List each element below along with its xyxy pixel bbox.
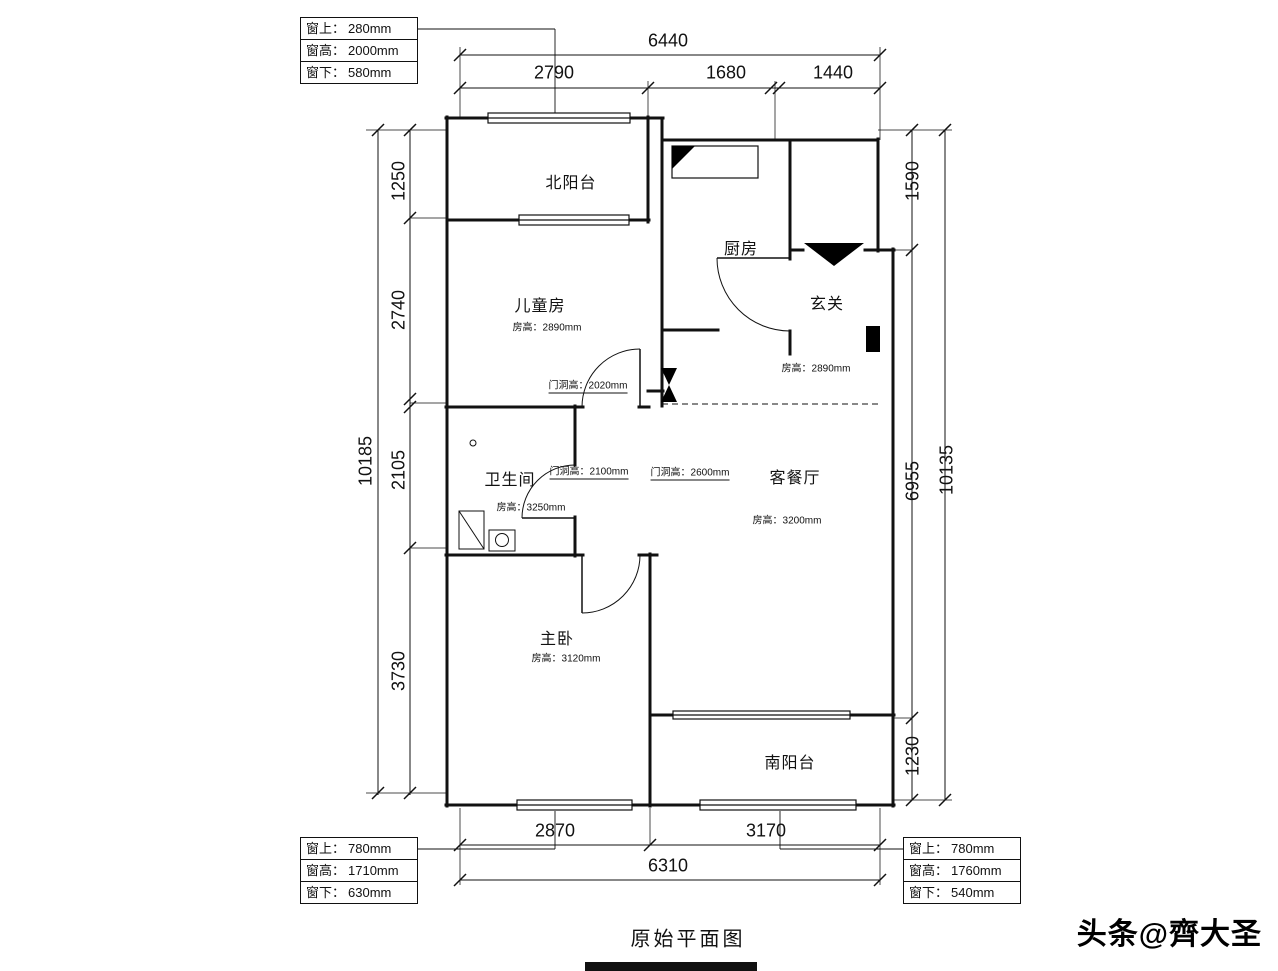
room-label-north-balcony: 北阳台 bbox=[545, 175, 597, 192]
spec-row: 窗高：1760mm bbox=[903, 859, 1021, 882]
room-height-entry: 房高：2890mm bbox=[781, 363, 851, 375]
room-height-living-dining: 房高：3200mm bbox=[752, 515, 822, 527]
dim-bottom-segment: 2870 bbox=[534, 820, 576, 841]
watermark: 头条@齊大圣 bbox=[1076, 918, 1262, 951]
dim-top-segment: 2790 bbox=[533, 62, 575, 83]
room-label-kids-room: 儿童房 bbox=[514, 298, 566, 315]
kids-room-door-arc bbox=[581, 348, 641, 408]
door-height-kids-room: 门洞高：2020mm bbox=[548, 377, 628, 394]
room-height-master-bedroom: 房高：3120mm bbox=[531, 653, 601, 665]
spec-row: 窗上：780mm bbox=[903, 837, 1021, 860]
room-label-south-balcony: 南阳台 bbox=[764, 755, 816, 772]
window-spec-box-bottom-left: 窗上：780mm 窗高：1710mm 窗下：630mm bbox=[300, 837, 418, 904]
room-label-entry: 玄关 bbox=[809, 296, 845, 313]
room-label-kitchen: 厨房 bbox=[723, 241, 759, 258]
duct-shaft bbox=[866, 326, 880, 352]
spec-row: 窗高：2000mm bbox=[300, 39, 418, 62]
window-spec-box-top-left: 窗上：280mm 窗高：2000mm 窗下：580mm bbox=[300, 17, 418, 84]
dim-left-overall: 10185 bbox=[355, 435, 376, 487]
dim-left-segment: 1250 bbox=[388, 160, 409, 202]
kids-room-window bbox=[518, 214, 630, 226]
master-bedroom-door-arc bbox=[581, 554, 641, 614]
door-height-bathroom: 门洞高：2100mm bbox=[549, 463, 629, 480]
section-marker bbox=[661, 368, 677, 402]
room-height-bathroom: 房高：3250mm bbox=[496, 502, 566, 514]
page-title: 原始平面图 bbox=[630, 928, 746, 951]
dim-right-segment: 1590 bbox=[902, 160, 923, 202]
floor-drain bbox=[469, 439, 477, 447]
bathroom-door-arc bbox=[521, 464, 576, 519]
dimension-lines bbox=[366, 28, 952, 887]
room-label-master-bedroom: 主卧 bbox=[539, 631, 575, 648]
dim-left-segment: 3730 bbox=[388, 650, 409, 692]
dim-top-segment: 1440 bbox=[812, 62, 854, 83]
dimension-ticks bbox=[371, 48, 952, 887]
dim-bottom-segment: 3170 bbox=[745, 820, 787, 841]
balcony-slider-window bbox=[672, 710, 851, 720]
north-balcony-window bbox=[487, 112, 631, 124]
doors-layer bbox=[521, 257, 791, 614]
dim-right-overall: 10135 bbox=[936, 444, 957, 496]
title-underline bbox=[585, 962, 757, 971]
spec-row: 窗上：780mm bbox=[300, 837, 418, 860]
dim-right-segment: 6955 bbox=[902, 460, 923, 502]
window-spec-box-bottom-right: 窗上：780mm 窗高：1760mm 窗下：540mm bbox=[903, 837, 1021, 904]
room-height-kids-room: 房高：2890mm bbox=[512, 322, 582, 334]
spec-row: 窗高：1710mm bbox=[300, 859, 418, 882]
spec-row: 窗下：580mm bbox=[300, 61, 418, 84]
room-label-living-dining: 客餐厅 bbox=[769, 470, 821, 487]
walls-layer bbox=[444, 115, 896, 808]
spec-row: 窗下：630mm bbox=[300, 881, 418, 904]
south-balcony-window bbox=[699, 799, 857, 811]
bathroom-fixtures bbox=[458, 439, 516, 552]
dim-left-segment: 2740 bbox=[388, 289, 409, 331]
door-leaves bbox=[522, 257, 790, 613]
door-height-living: 门洞高：2600mm bbox=[650, 464, 730, 481]
windows-layer bbox=[487, 112, 857, 811]
dim-top-segment: 1680 bbox=[705, 62, 747, 83]
dim-right-segment: 1230 bbox=[902, 735, 923, 777]
entry-door-marker bbox=[804, 243, 864, 266]
spec-row: 窗下：540mm bbox=[903, 881, 1021, 904]
kitchen-cabinet bbox=[671, 145, 759, 179]
dim-bottom-overall: 6310 bbox=[647, 855, 689, 876]
dim-top-overall: 6440 bbox=[647, 30, 689, 51]
dim-left-segment: 2105 bbox=[388, 449, 409, 491]
kitchen-door-arc bbox=[716, 257, 791, 332]
master-bedroom-window bbox=[516, 799, 633, 811]
spec-row: 窗上：280mm bbox=[300, 17, 418, 40]
window-leader-lines bbox=[418, 28, 905, 850]
symbols-layer bbox=[458, 145, 880, 552]
room-label-bathroom: 卫生间 bbox=[484, 472, 536, 489]
